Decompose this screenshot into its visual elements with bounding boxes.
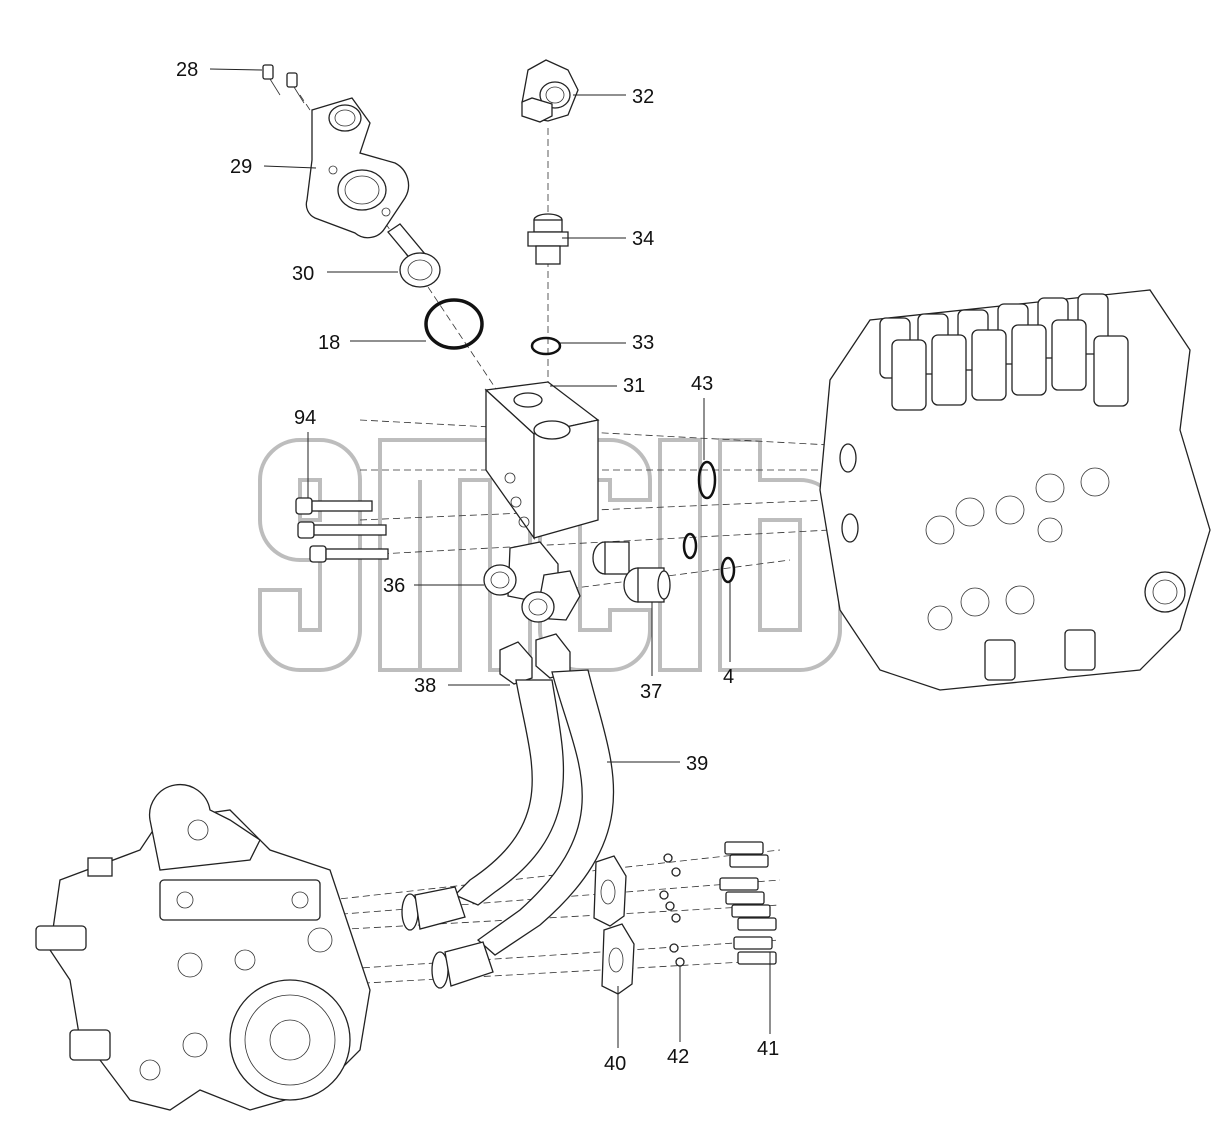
bolt-28-part [262, 64, 305, 104]
callout-42: 42 [667, 1046, 689, 1068]
callout-28: 28 [176, 59, 198, 81]
bolts-41-part [719, 841, 777, 965]
callout-29: 29 [230, 156, 252, 178]
callout-94: 94 [294, 407, 316, 429]
plugs-37-part [592, 541, 671, 603]
callout-38: 38 [414, 675, 436, 697]
callout-18: 18 [318, 332, 340, 354]
control-valve-assembly [819, 289, 1211, 691]
callout-31: 31 [623, 375, 645, 397]
elbows-36-part [483, 541, 581, 623]
o-ring-18-part [424, 298, 484, 350]
callout-33: 33 [632, 332, 654, 354]
check-valve-30-part [387, 223, 441, 288]
leader-lines [209, 68, 771, 1048]
o-ring-33-part [530, 336, 562, 356]
callout-36: 36 [383, 575, 405, 597]
o-rings-4-part [682, 532, 736, 584]
callout-40: 40 [604, 1053, 626, 1075]
washers-42-part [659, 853, 685, 967]
elbow-flange-29-part [305, 97, 410, 239]
callout-32: 32 [632, 86, 654, 108]
callout-4: 4 [723, 666, 734, 688]
split-flanges-40-part [593, 855, 635, 995]
pump-assembly [35, 783, 371, 1111]
bolts-94-part [295, 497, 389, 563]
valve-block-31-part [484, 381, 600, 541]
callout-37: 37 [640, 681, 662, 703]
callout-30: 30 [292, 263, 314, 285]
callout-labels: 28 29 30 18 32 34 33 31 43 94 36 38 37 4… [176, 59, 779, 1075]
callout-43: 43 [691, 373, 713, 395]
callout-34: 34 [632, 228, 654, 250]
hoses-39-part [401, 633, 615, 989]
callout-39: 39 [686, 753, 708, 775]
adapter-34-part [527, 213, 569, 265]
callout-41: 41 [757, 1038, 779, 1060]
elbow-fitting-32-part [521, 59, 579, 123]
o-ring-43-part [697, 460, 717, 500]
